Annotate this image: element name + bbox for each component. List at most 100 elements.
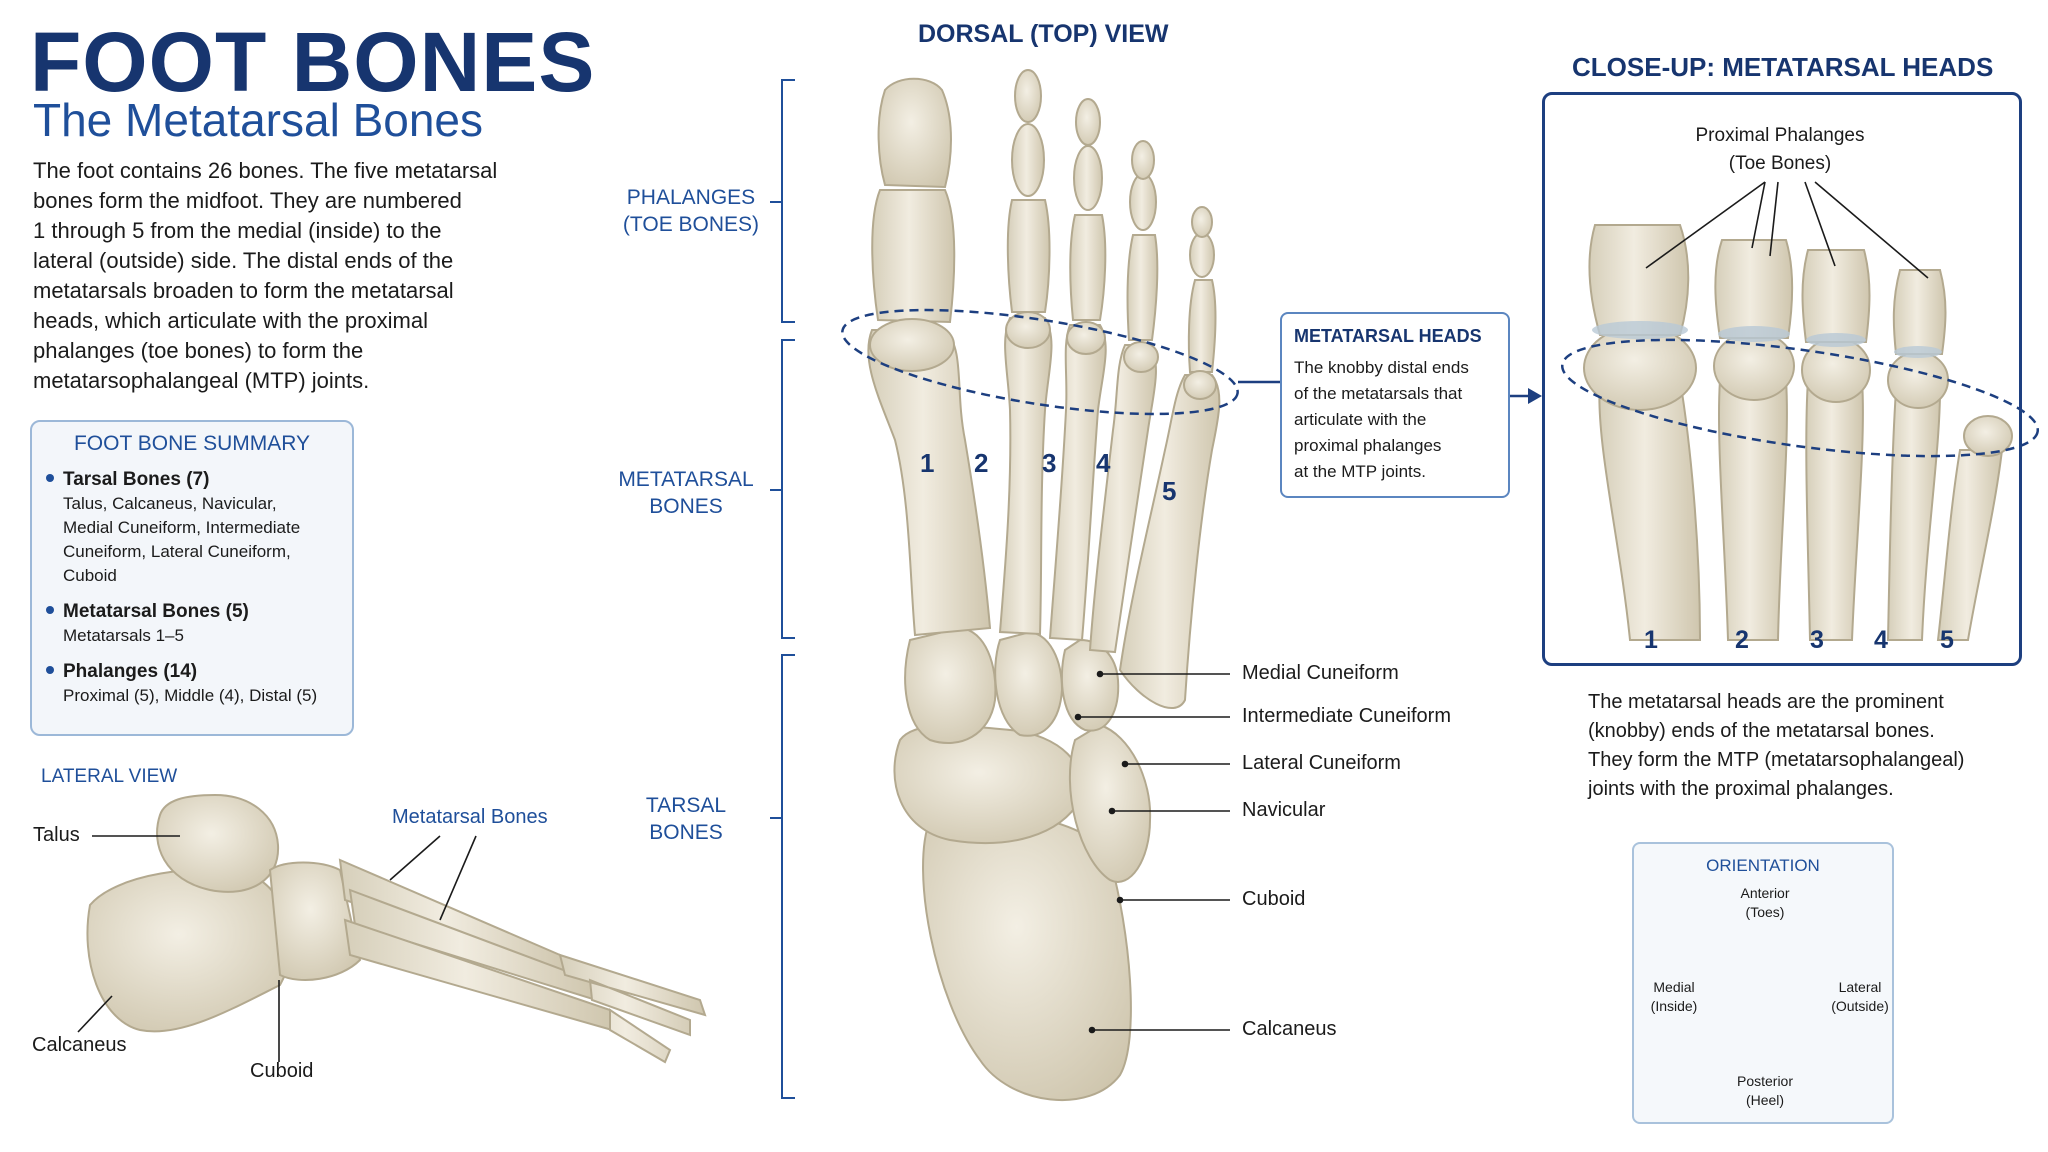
metatarsal-number-4: 4 — [1096, 448, 1111, 478]
middle-phalanx-4 — [1129, 173, 1157, 231]
closeup-phalanx-1 — [1588, 224, 1690, 336]
lateral-leader-lines — [77, 835, 477, 1062]
metatarsal-1 — [867, 329, 992, 637]
metatarsal-head-3 — [1066, 321, 1106, 355]
summary-group-phalanges: Phalanges (14) Proximal (5), Middle (4),… — [46, 660, 338, 708]
bracket-label-line: BONES — [649, 821, 723, 844]
lateral-label-cuboid: Cuboid — [250, 1060, 314, 1082]
metatarsal-5 — [1118, 374, 1221, 710]
callout-line: proximal phalanges — [1294, 436, 1442, 455]
label-calcaneus: Calcaneus — [1242, 1018, 1337, 1040]
orientation-label-line: (Inside) — [1650, 998, 1698, 1014]
middle-phalanx-3 — [1073, 145, 1103, 211]
bracket-label-line: (TOE BONES) — [622, 213, 760, 236]
intro-line: The foot contains 26 bones. The five met… — [33, 158, 498, 183]
dorsal-view-title: DORSAL (TOP) VIEW — [918, 20, 1169, 48]
closeup-number-1: 1 — [1644, 626, 1658, 654]
lateral-view-title: LATERAL VIEW — [41, 766, 178, 787]
callout-line: at the MTP joints. — [1294, 462, 1426, 481]
metatarsal-head-2 — [1005, 311, 1051, 349]
tarsal-bracket — [770, 654, 795, 1099]
summary-group-metatarsal: Metatarsal Bones (5) Metatarsals 1–5 — [46, 600, 338, 648]
orientation-label-line: Lateral — [1838, 979, 1882, 995]
bullet-icon — [46, 666, 54, 674]
lateral-label-talus: Talus — [33, 824, 80, 846]
closeup-phalanges-label: Proximal Phalanges (Toe Bones) — [1660, 122, 1900, 178]
metatarsal-number-3: 3 — [1042, 448, 1057, 478]
lateral-talus — [156, 793, 280, 893]
metatarsal-4 — [1088, 344, 1157, 654]
orientation-label-line: Medial — [1653, 979, 1695, 995]
callout-line: The knobby distal ends — [1294, 358, 1469, 377]
summary-detail: Cuboid — [63, 566, 117, 585]
orientation-label-line: Anterior — [1740, 885, 1790, 901]
closeup-metatarsal-5 — [1936, 449, 2004, 641]
orientation-label-line: (Heel) — [1745, 1092, 1785, 1108]
bracket-label-line: BONES — [649, 495, 723, 518]
summary-detail: Proximal (5), Middle (4), Distal (5) — [63, 686, 318, 705]
intro-line: lateral (outside) side. The distal ends … — [33, 248, 454, 273]
label-medial-cuneiform: Medial Cuneiform — [1242, 662, 1399, 684]
summary-detail: Metatarsals 1–5 — [63, 626, 184, 645]
closeup-cartilage — [1592, 321, 1942, 358]
label-intermediate-cuneiform: Intermediate Cuneiform — [1242, 705, 1451, 727]
description-line: (knobby) ends of the metatarsal bones. — [1588, 720, 1935, 742]
distal-phalanx-4 — [1131, 140, 1155, 180]
summary-detail: Talus, Calcaneus, Navicular, — [63, 494, 277, 513]
intro-paragraph: The foot contains 26 bones. The five met… — [33, 156, 533, 396]
closeup-number-4: 4 — [1874, 626, 1888, 654]
summary-group-tarsal: Tarsal Bones (7) Talus, Calcaneus, Navic… — [46, 468, 338, 588]
summary-title: FOOT BONE SUMMARY — [73, 432, 311, 455]
callout-line: of the metatarsals that — [1294, 384, 1463, 403]
page-title: FOOT BONES — [30, 15, 596, 109]
bracket-label-line: METATARSAL — [618, 468, 754, 491]
navicular-bone — [893, 724, 1083, 844]
metatarsal-3 — [1048, 324, 1107, 642]
intro-line: metatarsophalangeal (MTP) joints. — [33, 368, 370, 393]
closeup-metatarsal-1 — [1598, 379, 1702, 641]
orientation-label-line: (Outside) — [1831, 998, 1889, 1014]
bullet-icon — [46, 606, 54, 614]
metatarsal-head-5 — [1183, 370, 1217, 400]
metatarsal-number-1: 1 — [920, 448, 935, 478]
summary-detail: Medial Cuneiform, Intermediate — [63, 518, 301, 537]
callout-title: METATARSAL HEADS — [1294, 326, 1482, 346]
closeup-number-2: 2 — [1735, 626, 1749, 654]
calcaneus-bone — [922, 810, 1132, 1102]
closeup-arrow — [1510, 388, 1542, 404]
closeup-metatarsal-2 — [1717, 379, 1788, 641]
closeup-head-5 — [1963, 415, 2013, 457]
bracket-label-metatarsal: METATARSAL BONES — [612, 466, 760, 520]
intro-line: bones form the midfoot. They are numbere… — [33, 188, 462, 213]
closeup-leader-lines — [1645, 181, 1929, 279]
metatarsal-number-5: 5 — [1162, 476, 1177, 506]
distal-phalanx-3 — [1075, 98, 1101, 146]
bracket-label-phalanges: PHALANGES (TOE BONES) — [620, 184, 762, 238]
metatarsal-2 — [998, 317, 1053, 636]
metatarsal-number-2: 2 — [974, 448, 989, 478]
orientation-lateral: Lateral (Outside) — [1826, 978, 1894, 1016]
callout-line: articulate with the — [1294, 410, 1427, 429]
medial-cuneiform-bone — [904, 626, 997, 745]
metatarsal-heads-callout: METATARSAL HEADS The knobby distal ends … — [1280, 312, 1510, 498]
proximal-phalanx-5 — [1187, 279, 1217, 373]
middle-phalanx-2 — [1011, 123, 1045, 197]
bullet-icon — [46, 474, 54, 482]
bracket-label-line: TARSAL — [645, 794, 727, 817]
intro-line: phalanges (toe bones) to form the — [33, 338, 364, 363]
distal-phalanx-1 — [877, 77, 952, 189]
tarsal-leader-lines — [1074, 670, 1230, 1034]
intro-line: 1 through 5 from the medial (inside) to … — [33, 218, 442, 243]
orientation-posterior: Posterior (Heel) — [1720, 1072, 1810, 1110]
description-line: The metatarsal heads are the prominent — [1588, 691, 1944, 713]
closeup-metatarsal-4 — [1886, 389, 1942, 641]
distal-phalanx-2 — [1014, 69, 1042, 123]
orientation-box: ORIENTATION Anterior (Toes) Medial (Insi… — [1632, 842, 1894, 1124]
closeup-label-line: (Toe Bones) — [1728, 153, 1832, 174]
closeup-metatarsal-3 — [1805, 379, 1864, 641]
closeup-phalanx-3 — [1801, 249, 1871, 343]
lateral-midfoot — [268, 861, 362, 981]
closeup-frame — [1542, 92, 2022, 666]
closeup-description: The metatarsal heads are the prominent (… — [1588, 688, 2018, 804]
